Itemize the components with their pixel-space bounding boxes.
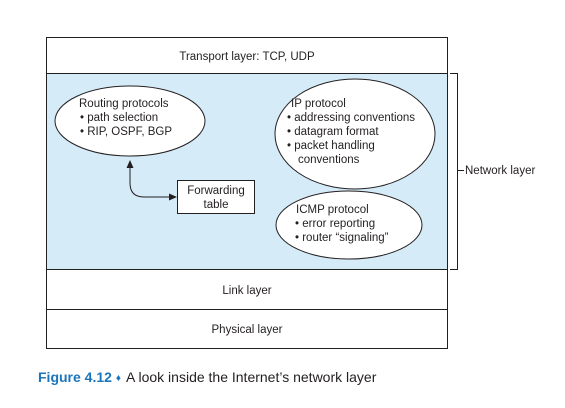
arrowhead-up-icon	[126, 160, 134, 168]
figure-caption: Figure 4.12♦ A look inside the Internet’s…	[38, 369, 376, 385]
ip-protocol-title: IP protocol	[291, 98, 346, 110]
ip-item-addressing: • addressing conventions	[287, 112, 415, 124]
forwarding-table-box	[177, 180, 255, 214]
transport-layer-label: Transport layer: TCP, UDP	[179, 51, 315, 63]
network-layer-bracket	[450, 73, 464, 270]
network-layer-label: Network layer	[465, 165, 535, 177]
physical-layer-label: Physical layer	[212, 324, 283, 336]
icmp-item-router-signaling: • router “signaling”	[295, 232, 389, 244]
arrowhead-right-icon	[169, 193, 177, 201]
caption-separator-icon: ♦	[115, 373, 122, 384]
link-layer-label: Link layer	[222, 285, 271, 297]
routing-item-path-selection: • path selection	[80, 112, 158, 124]
ip-item-packet-handling: • packet handling	[287, 140, 375, 152]
physical-layer-box	[46, 309, 448, 349]
ip-item-conventions: conventions	[298, 154, 360, 166]
link-layer-box	[46, 269, 448, 310]
ip-item-datagram-format: • datagram format	[287, 126, 379, 138]
icmp-protocol-title: ICMP protocol	[296, 204, 369, 216]
ip-protocol-ellipse	[274, 78, 436, 190]
routing-protocols-ellipse	[54, 85, 206, 157]
forwarding-table-label-line2: table	[204, 199, 229, 211]
icmp-item-error-reporting: • error reporting	[295, 218, 375, 230]
routing-to-forwarding-arrow	[129, 168, 170, 198]
icmp-protocol-ellipse	[275, 190, 423, 260]
routing-protocols-title: Routing protocols	[79, 98, 169, 110]
figure-number: Figure 4.12	[38, 369, 112, 385]
transport-layer-box	[46, 37, 448, 74]
routing-item-rip-ospf-bgp: • RIP, OSPF, BGP	[80, 126, 172, 138]
figure-caption-text: A look inside the Internet’s network lay…	[126, 369, 377, 385]
forwarding-table-label-line1: Forwarding	[187, 185, 245, 197]
